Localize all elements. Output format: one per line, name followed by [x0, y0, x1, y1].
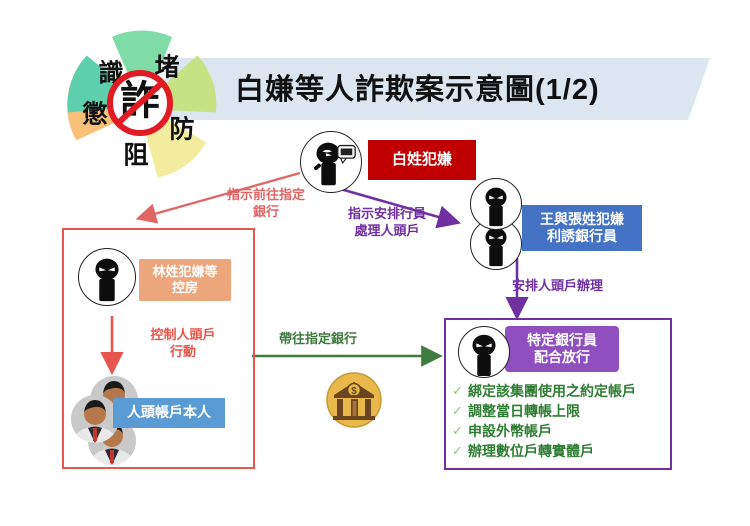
- node-lin-line2: 控房: [171, 280, 198, 295]
- node-bank-clerk[interactable]: 特定銀行員 配合放行: [505, 326, 619, 372]
- node-bank-clerk-line2: 配合放行: [534, 349, 590, 365]
- checklist-item: ✓ 調整當日轉帳上限: [452, 402, 667, 420]
- check-icon: ✓: [452, 403, 463, 418]
- node-lin-group[interactable]: 林姓犯嫌等 控房: [139, 259, 231, 301]
- node-lin-line1: 林姓犯嫌等: [152, 263, 218, 279]
- bank-clerk-icon: [458, 326, 510, 378]
- page-title: 白嫌等人詐欺案示意圖(1/2): [235, 74, 600, 106]
- node-dummy-account-label: 人頭帳戶本人: [127, 404, 211, 421]
- masked-suspect-phone-icon: [300, 131, 362, 193]
- bank-clerk-action-checklist: ✓ 綁定該集團使用之約定帳戶 ✓ 調整當日轉帳上限 ✓ 申設外幣帳戶 ✓ 辦理數…: [452, 382, 667, 462]
- arrow-label-goto-bank: 指示前往指定 銀行: [226, 187, 305, 219]
- checklist-item-text: 辦理數位戶轉實體戶: [468, 443, 594, 459]
- anti-fraud-wheel-logo: 識 堵 防 阻 懲 詐: [64, 27, 220, 183]
- checklist-item: ✓ 申設外幣帳戶: [452, 422, 667, 440]
- checklist-item-text: 調整當日轉帳上限: [468, 403, 580, 419]
- wheel-segment-label-5: 懲: [82, 101, 107, 129]
- dummy-account-avatar: [71, 395, 119, 443]
- check-icon: ✓: [452, 443, 463, 458]
- checklist-item-text: 綁定該集團使用之約定帳戶: [468, 383, 636, 399]
- arrow-label-arrange-dummy: 安排人頭戶辦理: [512, 278, 604, 293]
- node-dummy-account[interactable]: 人頭帳戶本人: [113, 398, 225, 428]
- check-icon: ✓: [452, 383, 463, 398]
- node-bank-clerk-line1: 特定銀行員: [527, 331, 597, 348]
- node-white-suspect-label: 白姓犯嫌: [391, 150, 452, 168]
- suspect-icon-lin: [78, 248, 136, 306]
- title-banner: [165, 58, 710, 120]
- lin-group-frame: [62, 228, 255, 469]
- bank-group-frame: [444, 318, 672, 470]
- bank-building-icon: $: [326, 372, 382, 428]
- node-wang-zhang[interactable]: 王與張姓犯嫌 利誘銀行員: [522, 205, 642, 251]
- arrow-label-take-to-bank: 帶往指定銀行: [278, 331, 357, 346]
- bank-dollar-symbol: $: [351, 386, 357, 397]
- node-wang-zhang-line1: 王與張姓犯嫌: [540, 210, 624, 227]
- check-icon: ✓: [452, 423, 463, 438]
- node-white-suspect[interactable]: 白姓犯嫌: [368, 140, 476, 180]
- node-wang-zhang-line2: 利誘銀行員: [547, 228, 617, 244]
- wheel-segment-label-3: 防: [169, 116, 194, 144]
- suspect-icon-wang: [470, 178, 522, 230]
- arrow-label-instruct-clerk: 指示安排行員 處理人頭戶: [347, 206, 426, 238]
- checklist-item: ✓ 綁定該集團使用之約定帳戶: [452, 382, 667, 400]
- checklist-item-text: 申設外幣帳戶: [468, 423, 552, 439]
- arrow-label-control-dummy: 控制人頭戶 行動: [150, 327, 216, 359]
- checklist-item: ✓ 辦理數位戶轉實體戶: [452, 442, 667, 460]
- wheel-segment-label-4: 阻: [123, 142, 148, 170]
